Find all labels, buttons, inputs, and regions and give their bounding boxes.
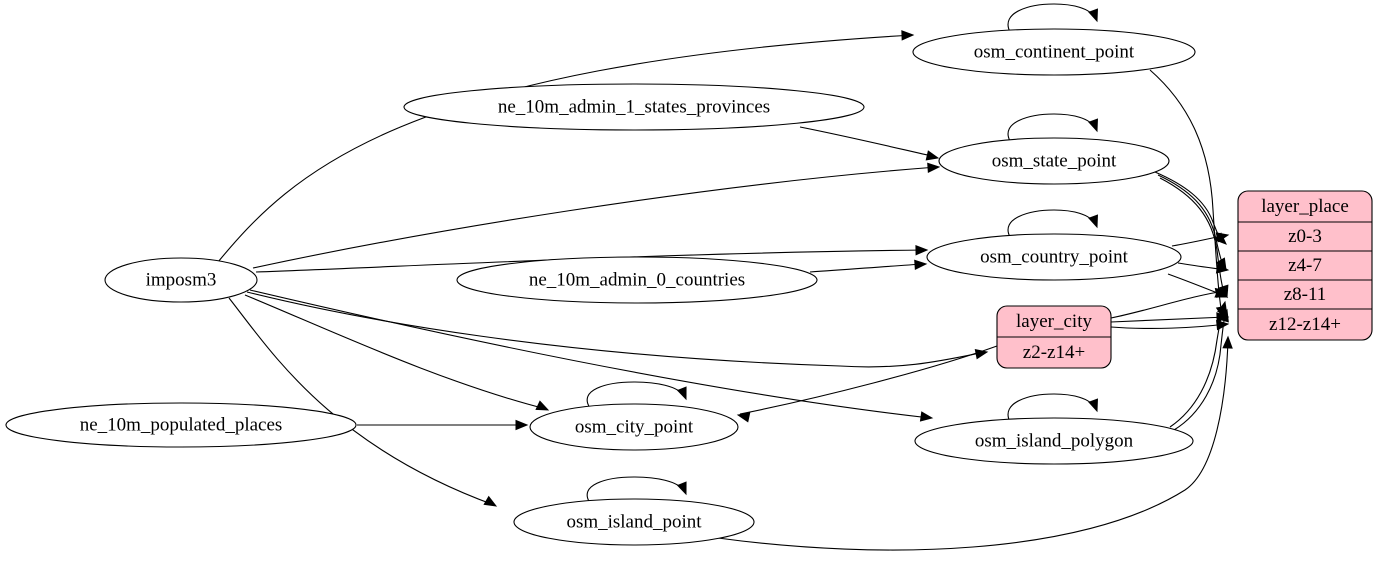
edge-osm_island_polygon-to-layer_place xyxy=(1169,300,1228,428)
edge-path xyxy=(244,294,547,410)
arrowhead-icon xyxy=(676,386,687,401)
arrowhead-icon xyxy=(1214,287,1229,299)
edge-path xyxy=(1149,69,1223,316)
arrowhead-icon xyxy=(1088,8,1098,23)
node-shape xyxy=(403,83,865,131)
self-loops-layer xyxy=(586,3,1098,504)
arrowhead-icon xyxy=(736,412,751,423)
edge-osm_island_polygon-to-layer_place xyxy=(1173,308,1229,431)
arrowhead-icon xyxy=(1088,118,1098,133)
arrowhead-icon xyxy=(927,162,941,174)
edge-path xyxy=(1110,316,1227,323)
self-loop-osm_island_polygon xyxy=(1007,393,1098,423)
edge-path xyxy=(799,126,937,158)
self-loop-path xyxy=(1007,3,1096,33)
self-loop-osm_island_point xyxy=(586,476,687,504)
node-osm_state_point[interactable]: osm_state_point xyxy=(938,137,1170,185)
self-loop-path xyxy=(1007,209,1096,238)
arrowhead-icon xyxy=(914,259,928,271)
edge-osm_island_point-to-layer_place xyxy=(717,335,1233,551)
arrowhead-icon xyxy=(1222,335,1233,349)
arrowhead-icon xyxy=(915,244,929,256)
edge-ne_10m_admin_0_countries-to-osm_country_point xyxy=(809,259,928,273)
edge-path xyxy=(1159,177,1226,296)
edge-path xyxy=(217,34,914,263)
edge-path xyxy=(252,166,938,269)
arrowhead-icon xyxy=(1088,214,1098,229)
self-loop-osm_state_point xyxy=(1007,113,1098,142)
edge-imposm3-to-osm_state_point xyxy=(252,162,941,269)
edge-path xyxy=(1154,171,1225,244)
node-shape xyxy=(104,257,258,303)
edge-layer_city-to-layer_place xyxy=(1110,287,1229,319)
edge-path xyxy=(228,297,495,506)
node-osm_country_point[interactable]: osm_country_point xyxy=(926,233,1182,281)
edge-imposm3-to-osm_island_point xyxy=(228,297,498,507)
node-shape xyxy=(912,28,1196,76)
edge-imposm3-to-osm_continent_point xyxy=(217,30,915,263)
self-loop-osm_country_point xyxy=(1007,209,1098,238)
edge-path xyxy=(717,339,1229,551)
arrowhead-icon xyxy=(1088,398,1098,413)
self-loop-path xyxy=(586,476,685,504)
node-shape xyxy=(456,256,818,304)
self-loop-osm_city_point xyxy=(586,381,687,409)
edge-path xyxy=(249,289,931,419)
self-loop-path xyxy=(1007,113,1096,142)
self-loop-osm_continent_point xyxy=(1007,3,1098,33)
record-box xyxy=(1237,190,1373,341)
edge-path xyxy=(1110,290,1226,319)
edge-ne_10m_populated_places-to-osm_city_point xyxy=(357,419,529,431)
arrowhead-icon xyxy=(483,495,498,507)
node-shape xyxy=(513,498,755,546)
node-shape xyxy=(914,417,1194,465)
self-loop-path xyxy=(1007,393,1096,423)
node-osm_island_polygon[interactable]: osm_island_polygon xyxy=(914,417,1194,465)
arrowhead-icon xyxy=(1215,232,1230,243)
arrowhead-icon xyxy=(1218,308,1229,323)
edges-layer xyxy=(217,30,1233,551)
node-shape xyxy=(5,402,357,448)
arrowhead-icon xyxy=(925,150,940,161)
edge-path xyxy=(1169,303,1225,428)
arrowhead-icon xyxy=(901,30,915,41)
self-loop-path xyxy=(586,381,685,409)
edge-osm_country_point-to-layer_place xyxy=(1171,232,1230,247)
edge-imposm3-to-osm_island_polygon xyxy=(249,289,934,422)
arrowhead-icon xyxy=(535,400,550,411)
edge-path xyxy=(246,291,986,368)
arrowhead-icon xyxy=(515,419,529,431)
node-osm_island_point[interactable]: osm_island_point xyxy=(513,498,755,546)
arrowhead-icon xyxy=(676,481,687,496)
node-osm_city_point[interactable]: osm_city_point xyxy=(529,403,739,451)
edge-layer_city-to-osm_city_point xyxy=(736,345,998,423)
node-shape xyxy=(938,137,1170,185)
node-osm_continent_point[interactable]: osm_continent_point xyxy=(912,28,1196,76)
arrowhead-icon xyxy=(1215,263,1230,274)
edge-path xyxy=(1110,323,1227,329)
edge-ne_10m_admin_1_states_provinces-to-osm_state_point xyxy=(799,126,940,161)
edge-imposm3-to-osm_city_point xyxy=(244,294,550,411)
node-ne_10m_admin_1_states_provinces[interactable]: ne_10m_admin_1_states_provinces xyxy=(403,83,865,131)
node-imposm3[interactable]: imposm3 xyxy=(104,257,258,303)
arrowhead-icon xyxy=(919,411,934,422)
edge-path xyxy=(809,263,925,273)
node-ne_10m_admin_0_countries[interactable]: ne_10m_admin_0_countries xyxy=(456,256,818,304)
arrowhead-icon xyxy=(1217,300,1228,315)
node-ne_10m_populated_places[interactable]: ne_10m_populated_places xyxy=(5,402,357,448)
edge-osm_country_point-to-layer_place xyxy=(1177,262,1230,274)
nodes-layer: imposm3 ne_10m_populated_places ne_10m_adm… xyxy=(5,28,1196,546)
node-shape xyxy=(926,233,1182,281)
edge-path xyxy=(739,345,998,415)
node-shape xyxy=(529,403,739,451)
